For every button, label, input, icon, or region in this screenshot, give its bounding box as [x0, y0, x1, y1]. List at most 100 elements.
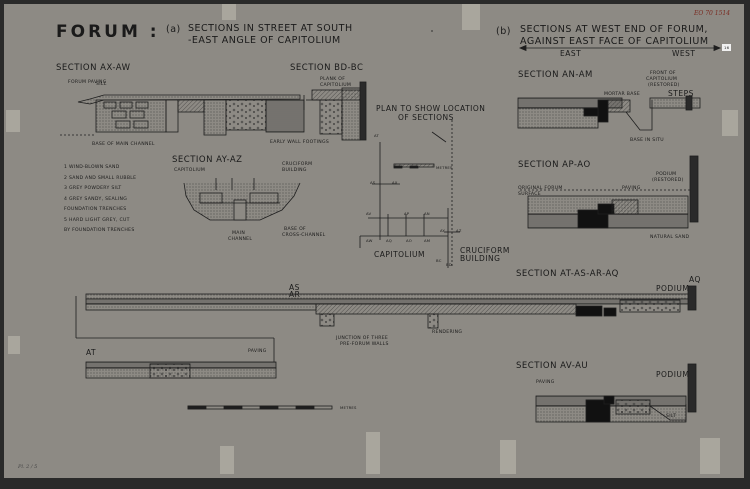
at-paving-label: PAVING: [248, 349, 267, 354]
main-channel-line1: MAIN: [232, 231, 246, 236]
plan-capitolium-label: CAPITOLIUM: [374, 250, 425, 259]
section-at-aq-drawing: [75, 285, 697, 379]
tape-mark: [222, 4, 236, 20]
scale-bar: [187, 30, 433, 410]
junction-line1: JUNCTION OF THREE: [336, 336, 389, 341]
tape-mark: [366, 432, 380, 474]
plan-label: AS: [370, 180, 376, 185]
aq-label: AQ: [689, 275, 701, 284]
tape-mark: [700, 438, 720, 474]
plan-label: AQ: [386, 238, 392, 243]
section-ap-ao-title: SECTION AP-AO: [518, 160, 591, 170]
tape-mark: [8, 336, 20, 354]
capitolium-label: CAPITOLIUM: [174, 168, 206, 173]
original-surface-line2: SURFACE: [518, 192, 541, 197]
rendering-label: RENDERING: [432, 330, 463, 335]
section-an-am-title: SECTION AN-AM: [518, 70, 593, 80]
tape-mark: [462, 4, 480, 30]
section-av-au-drawing: [535, 363, 697, 423]
section-bd-bc-drawing: [306, 81, 367, 141]
original-surface-line1: ORIGINAL FORUM: [518, 186, 563, 191]
bottom-note: Pl. 2 / 5: [18, 464, 38, 470]
plank-label-line2: CAPITOLIUM: [320, 83, 352, 88]
plan-label: AT: [374, 133, 380, 138]
legend-item: 1 WIND-BLOWN SAND: [64, 165, 120, 170]
cross-channel-line2: CROSS-CHANNEL: [282, 233, 326, 238]
ar-label: AR: [289, 290, 301, 299]
section-ax-aw-title: SECTION AX-AW: [56, 63, 131, 73]
west-label: WEST: [672, 49, 696, 58]
steps-label: STEPS: [668, 89, 694, 98]
cruciform-label-line2: BUILDING: [282, 168, 307, 173]
av-podium-label: PODIUM: [656, 370, 690, 379]
tape-mark: [220, 446, 234, 474]
legend-item: FOUNDATION TRENCHES: [64, 207, 127, 212]
natural-sand-label: NATURAL SAND: [650, 235, 690, 240]
plan-label: AN: [424, 211, 430, 216]
part-a-label: (a): [166, 24, 181, 35]
legend-item: 2 SAND AND SMALL RUBBLE: [64, 175, 137, 181]
handwritten-reference: EO 70 1514: [694, 10, 731, 17]
plan-label: AP: [404, 211, 410, 216]
base-main-channel-label: BASE OF MAIN CHANNEL: [92, 142, 155, 147]
east-label: EAST: [560, 49, 582, 58]
legend-item: 3 GREY POWDERY SILT: [64, 186, 122, 191]
plan-label: AX: [392, 180, 398, 185]
part-b-label: (b): [496, 26, 511, 37]
section-bd-bc-title: SECTION BD-BC: [290, 63, 364, 73]
tape-mark: [722, 110, 738, 136]
scale-label: METRES: [340, 405, 357, 410]
legend-item: 4 GREY SANDY, SEALING: [64, 196, 128, 202]
mortar-base-label: MORTAR BASE: [604, 92, 641, 97]
main-channel-line2: CHANNEL: [228, 237, 253, 242]
plan-label: BD: [446, 262, 452, 267]
plan-label: AV: [366, 211, 372, 216]
podium-label: PODIUM: [656, 284, 690, 293]
section-ax-aw-drawing: [60, 94, 305, 136]
junction-line2: PRE-FORUM WALLS: [340, 342, 389, 347]
plan-cruciform-line1: CRUCIFORM: [460, 246, 510, 255]
section-av-au-title: SECTION AV-AU: [516, 361, 589, 371]
plan-label: AM: [424, 238, 431, 243]
section-at-aq-title: SECTION AT-AS-AR-AQ: [516, 269, 619, 279]
section-an-am-drawing: [517, 95, 701, 131]
part-b-heading-line2: AGAINST EAST FACE OF CAPITOLIUM: [520, 36, 709, 47]
legend-item: BY FOUNDATION TRENCHES: [64, 228, 135, 233]
forum-paving-label: FORUM PAVING: [68, 80, 107, 85]
east-west-arrow: [518, 44, 722, 52]
front-capitolium-line1: FRONT OF: [650, 71, 676, 76]
legend: 1 WIND-BLOWN SAND 2 SAND AND SMALL RUBBL…: [64, 163, 136, 237]
tape-mark: [500, 440, 516, 474]
plan-label: AZ: [456, 228, 462, 233]
plan-label: BC: [436, 258, 442, 263]
sill-label: SILL: [96, 82, 107, 87]
tape-mark: [6, 110, 20, 132]
paving-label: PAVING: [622, 186, 641, 191]
part-a-heading-line1: SECTIONS IN STREET AT SOUTH: [188, 23, 353, 34]
plank-label-line1: PLANK OF: [320, 77, 346, 82]
part-a-heading-line2: -EAST ANGLE OF CAPITOLIUM: [188, 35, 341, 46]
at-label: AT: [86, 348, 97, 357]
plan-drawing: [359, 120, 460, 268]
legend-item: 5 HARD LIGHT GREY, CUT: [64, 217, 130, 223]
section-ap-ao-drawing: [520, 155, 699, 229]
plan-label: AY: [440, 228, 446, 233]
section-ay-az-drawing: [183, 178, 301, 221]
plan-cruciform-line2: BUILDING: [460, 254, 501, 263]
cross-channel-line1: BASE OF: [284, 227, 306, 232]
plan-label: AW: [366, 238, 373, 243]
early-wall-label: EARLY WALL FOOTINGS: [270, 140, 330, 145]
plan-label: AO: [406, 238, 412, 243]
as-label: AS: [289, 283, 300, 292]
base-in-situ-label: BASE IN SITU: [630, 138, 664, 143]
podium-restored-line2: (RESTORED): [652, 178, 684, 183]
front-capitolium-line3: (RESTORED): [648, 83, 680, 88]
front-capitolium-line2: CAPITOLIUM: [646, 77, 678, 82]
av-paving-label: PAVING: [536, 380, 555, 385]
section-ay-az-title: SECTION AY-AZ: [172, 155, 243, 165]
part-b-heading-line1: SECTIONS AT WEST END OF FORUM,: [520, 24, 708, 35]
podium-restored-line1: PODIUM: [656, 172, 677, 177]
silt-label: SILT: [666, 414, 677, 419]
